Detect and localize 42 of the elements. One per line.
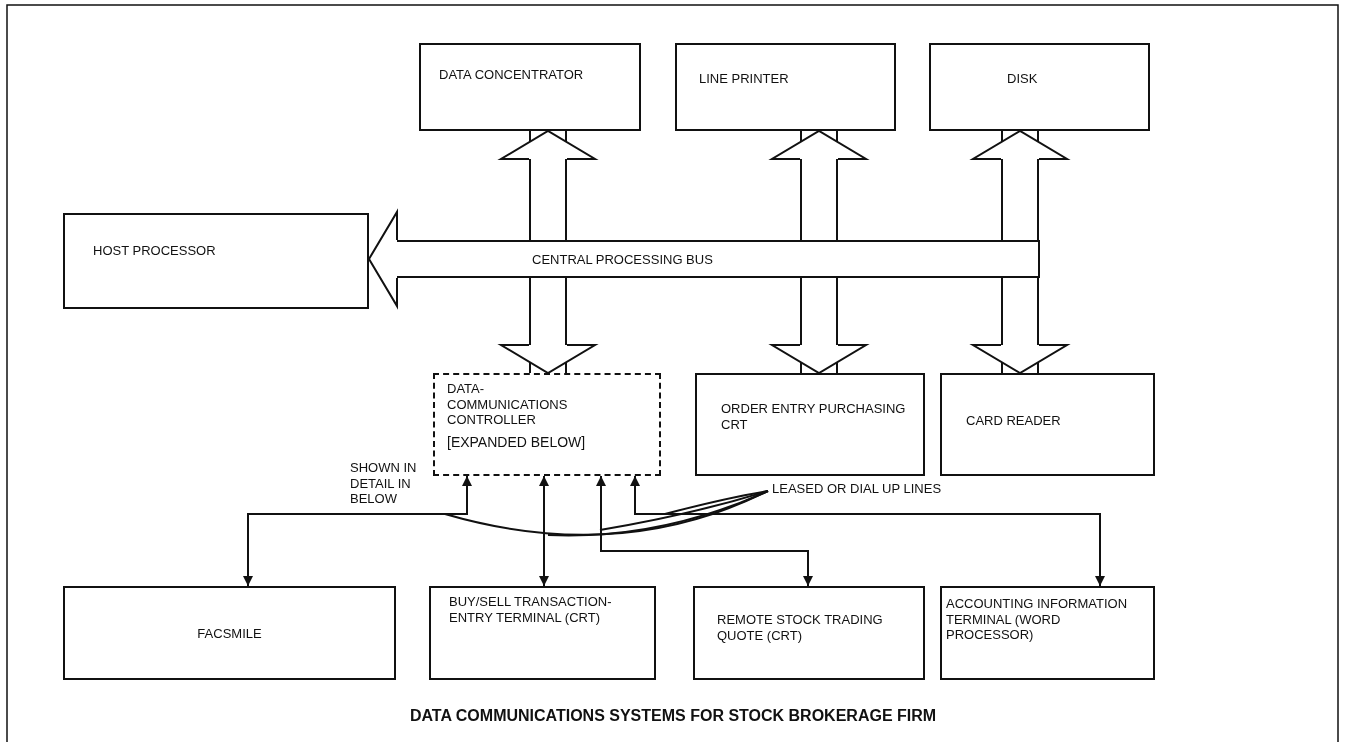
bus-arrow — [771, 278, 867, 374]
bus-arrow — [500, 278, 596, 374]
box-label: BUY/SELL TRANSACTION- ENTRY TERMINAL (CRT) — [449, 594, 613, 626]
bus-arrow — [368, 211, 398, 307]
box-label: REMOTE STOCK TRADING QUOTE (CRT) — [717, 612, 884, 644]
box-label: LINE PRINTER — [699, 71, 790, 87]
leader-line — [599, 490, 769, 531]
bus-arrow — [500, 130, 596, 240]
box-label: HOST PROCESSOR — [93, 243, 217, 259]
component-box — [940, 373, 1155, 476]
component-box — [675, 43, 896, 131]
box-label: DATA CONCENTRATOR — [439, 67, 585, 83]
connector-arrow — [243, 475, 472, 587]
bus-arrow — [771, 130, 867, 240]
terminal-box — [940, 586, 1155, 680]
diagram-caption: DATA COMMUNICATIONS SYSTEMS FOR STOCK BROKERAGE FIRM — [408, 706, 938, 726]
terminal-box — [63, 586, 396, 680]
connector-arrow — [630, 475, 1105, 587]
bus-arrow — [972, 130, 1068, 240]
bus-band — [396, 240, 1040, 278]
component-box — [695, 373, 925, 476]
note-label: SHOWN IN DETAIL IN BELOW — [350, 460, 418, 507]
component-box — [419, 43, 641, 131]
box-label: FACSMILE — [197, 626, 262, 642]
controller-box — [433, 373, 661, 476]
connector-arrow — [596, 475, 813, 587]
box-label: CARD READER — [966, 413, 1062, 429]
leader-label: LEASED OR DIAL UP LINES — [772, 481, 943, 497]
box-label: DATA- COMMUNICATIONS CONTROLLER — [447, 381, 569, 428]
connector-arrow — [539, 475, 549, 587]
bus-label: CENTRAL PROCESSING BUS — [532, 252, 714, 268]
leader-line — [547, 490, 769, 537]
leader-line — [664, 490, 769, 515]
box-note: [EXPANDED BELOW] — [447, 433, 587, 451]
component-box — [929, 43, 1150, 131]
box-label: ACCOUNTING INFORMATION TERMINAL (WORD PROCESSOR) — [946, 596, 1129, 643]
terminal-box — [429, 586, 656, 680]
terminal-box — [693, 586, 925, 680]
box-label: ORDER ENTRY PURCHASING CRT — [721, 401, 907, 433]
bus-arrow — [972, 278, 1068, 374]
box-label: DISK — [1007, 71, 1039, 87]
component-box — [63, 213, 369, 309]
